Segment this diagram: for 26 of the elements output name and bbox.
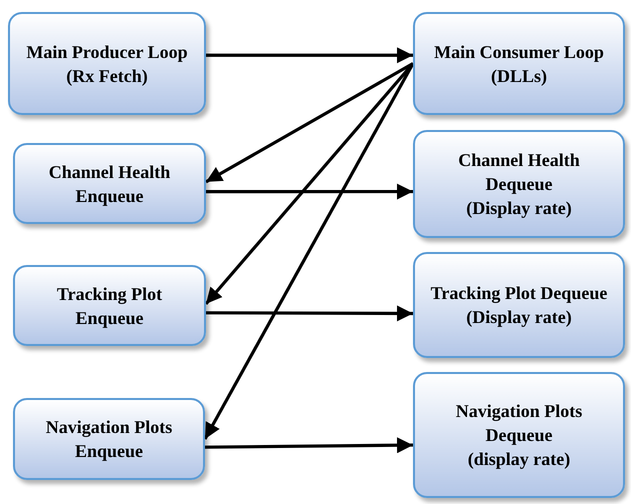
arrow: [206, 47, 413, 64]
process-box: [13, 143, 206, 224]
box-label: Navigation Plots Dequeue: [454, 400, 584, 447]
box-label: Channel Health Enqueue: [48, 160, 172, 208]
box-label: (Display rate): [466, 197, 572, 220]
process-box: [13, 398, 205, 480]
process-box: [413, 252, 625, 358]
box-label: (Rx Fetch): [66, 64, 148, 88]
process-box: [413, 12, 625, 115]
process-box: [8, 12, 206, 115]
box-label: (display rate): [468, 448, 570, 471]
box-label: (DLLs): [490, 64, 547, 88]
box-label: Channel Health Dequeue: [457, 149, 581, 196]
arrow: [206, 184, 413, 200]
box-label: Main Consumer Loop: [434, 40, 604, 64]
box-label: (Display rate): [466, 306, 572, 329]
arrow: [205, 62, 414, 184]
box-label: Navigation Plots Enqueue: [44, 416, 174, 463]
process-box: [13, 265, 206, 346]
process-box: [413, 130, 625, 238]
box-label: Main Producer Loop: [26, 40, 188, 64]
box-label: Tracking Plot Dequeue: [430, 282, 608, 305]
arrow: [204, 437, 414, 454]
process-box: [413, 372, 625, 498]
box-label: Tracking Plot Enqueue: [56, 282, 164, 330]
arrow: [206, 305, 413, 322]
